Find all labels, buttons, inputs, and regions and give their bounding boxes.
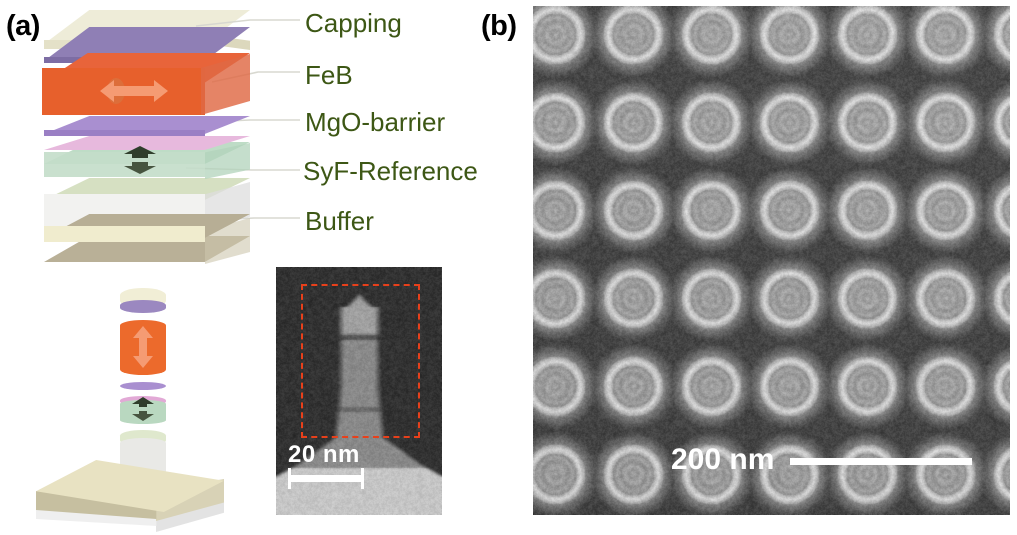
stack-label-syf-reference: SyF-Reference	[303, 156, 478, 186]
stack-label-mgo-barrier: MgO-barrier	[305, 107, 446, 137]
stack-label-feb: FeB	[305, 60, 353, 90]
tem-image-canvas	[276, 267, 442, 515]
buffer-cream-front-face	[44, 226, 205, 242]
tem-cross-section-image: 20 nm	[276, 267, 442, 515]
layer-mgo-barrier	[44, 116, 250, 136]
panel-b-sem-image: 200 nm	[533, 6, 1010, 515]
tem-scale-bar-right-cap	[361, 468, 364, 489]
sem-scale-bar	[790, 458, 972, 465]
leader-line-capping	[195, 19, 300, 27]
pillar-mgo-disc	[120, 382, 166, 390]
panel-a: (a)	[0, 0, 478, 535]
stack-label-capping: Capping	[305, 8, 402, 38]
pillar-syf-antiparallel-arrows-icon	[132, 397, 154, 421]
tem-selection-box	[301, 284, 420, 438]
exploded-stack-diagram	[38, 6, 258, 266]
syf-front-face	[44, 152, 205, 177]
pillar-capping-purple-disc	[120, 300, 166, 313]
tem-scale-bar	[288, 475, 364, 482]
feb-magnetization-arrow-icon	[100, 78, 168, 104]
stack-label-buffer: Buffer	[305, 206, 374, 236]
mgo-front-face	[44, 130, 205, 136]
syf-pink-caplayer	[44, 136, 250, 150]
panel-b-letter: (b)	[481, 10, 517, 42]
panel-a-letter: (a)	[6, 10, 40, 42]
mgo-top-face	[44, 116, 250, 134]
patterned-pillar-diagram	[20, 278, 270, 533]
sem-scale-bar-label: 200 nm	[671, 443, 775, 476]
syf-antiparallel-arrows-icon	[124, 146, 156, 174]
sem-image-canvas	[533, 6, 1010, 515]
syf-pink-top-face	[44, 136, 250, 150]
tem-scale-bar-label: 20 nm	[288, 441, 360, 468]
pillar-feb-magnetization-arrow-icon	[133, 326, 153, 368]
